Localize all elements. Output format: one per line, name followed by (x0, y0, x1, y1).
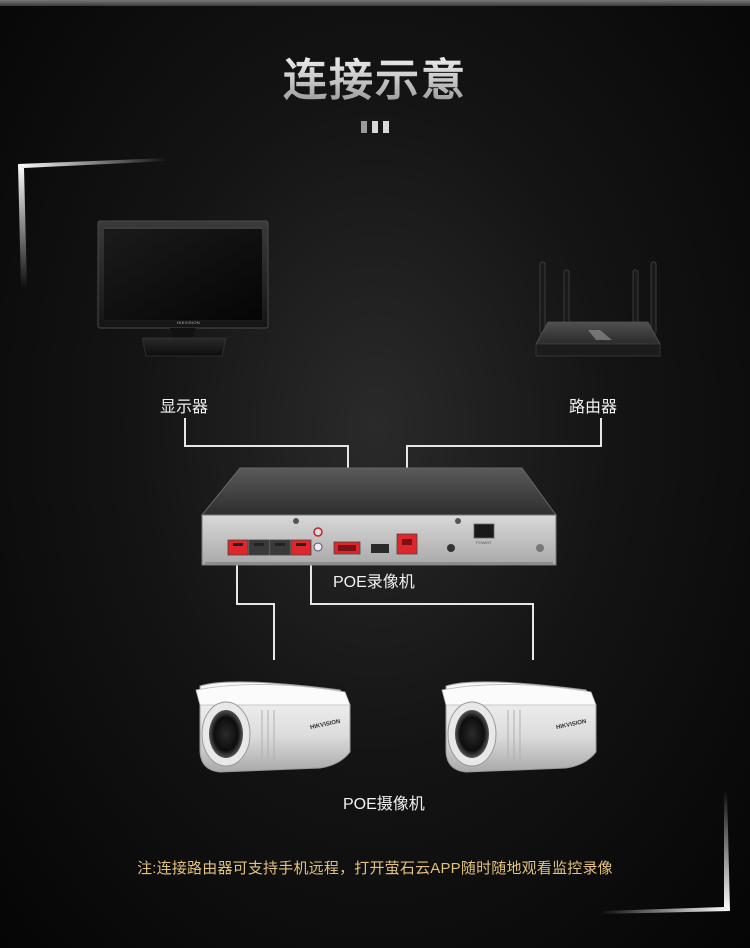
nvr-power-label: POWER (476, 540, 492, 545)
router-label: 路由器 (569, 399, 618, 416)
wire-nvr-to-camera-left (236, 551, 275, 660)
camera-label: POE摄像机 (343, 796, 425, 813)
wire-nvr-to-camera-right (310, 551, 534, 660)
monitor-brand-text: HIKVISION (177, 320, 200, 325)
top-border (0, 0, 750, 6)
corner-frame-top-left (18, 158, 168, 288)
page-title: 连接示意 (0, 44, 750, 108)
footnote: 注:连接路由器可支持手机远程，打开萤石云APP随时随地观看监控录像 (137, 860, 613, 877)
wire-router-to-nvr (406, 418, 602, 534)
corner-frame-bottom-right (600, 790, 730, 914)
monitor-label: 显示器 (160, 399, 209, 416)
title-decoration (361, 121, 389, 133)
wire-monitor-to-nvr (184, 418, 349, 540)
nvr-label: POE录像机 (333, 574, 415, 591)
